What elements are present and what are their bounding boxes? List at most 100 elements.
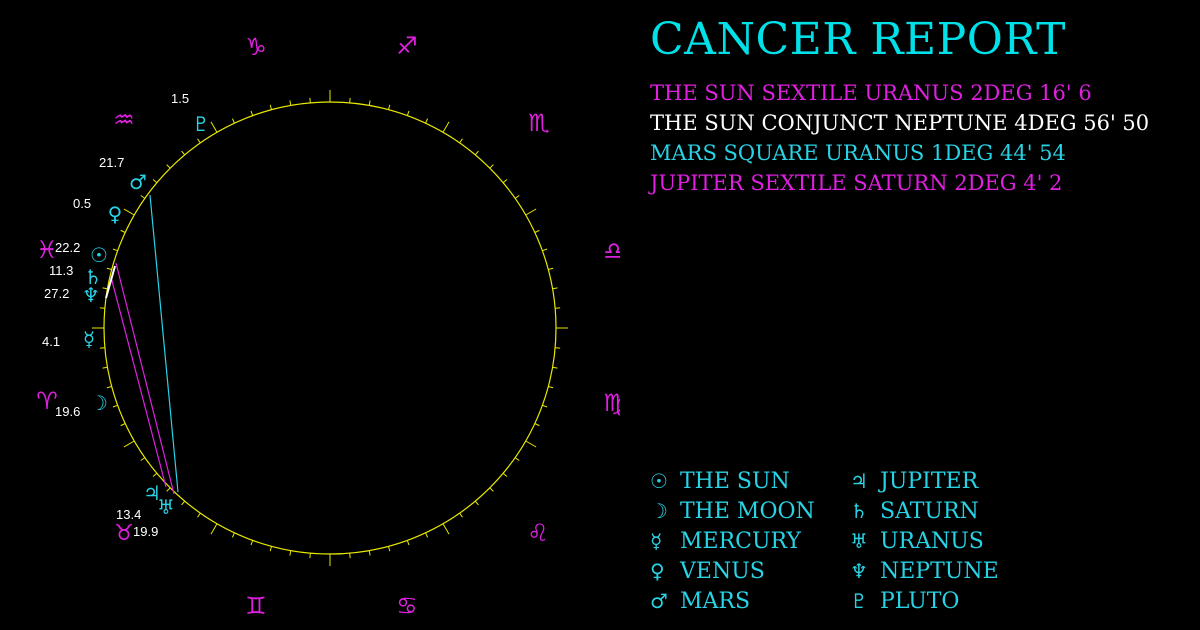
aspect-line-sun-uranus	[115, 262, 175, 495]
minor-tick	[552, 287, 558, 290]
aspect-item: THE SUN SEXTILE URANUS 2DEG 16' 6	[650, 81, 1092, 105]
minor-tick	[231, 532, 235, 538]
minor-tick	[459, 512, 463, 518]
legend-item-saturn: ♄SATURN	[850, 496, 999, 526]
mars-icon: ♂	[129, 170, 147, 194]
aries-icon: ♈	[36, 387, 58, 415]
gemini-icon: ♊	[245, 592, 267, 620]
neptune-icon: ♆	[850, 559, 868, 583]
pluto-icon: ♇	[850, 589, 868, 613]
libra-icon: ♎	[603, 237, 620, 265]
legend-label: THE SUN	[680, 469, 790, 494]
legend-label: PLUTO	[880, 589, 960, 614]
minor-tick	[502, 179, 508, 184]
minor-tick	[406, 110, 410, 116]
minor-tick	[406, 540, 410, 546]
minor-tick	[289, 550, 292, 556]
minor-tick	[542, 248, 548, 252]
legend-label: JUPITER	[880, 469, 979, 494]
minor-tick	[269, 104, 272, 110]
sun-degree: 22.2	[55, 240, 80, 255]
aspect-item: JUPITER SEXTILE SATURN 2DEG 4' 2	[650, 171, 1063, 195]
minor-tick	[474, 150, 479, 156]
leo-icon: ♌	[527, 519, 549, 547]
pluto-degree: 1.5	[171, 91, 189, 106]
major-tick	[442, 523, 450, 535]
minor-tick	[368, 100, 371, 106]
pisces-icon: ♓	[36, 236, 58, 264]
minor-tick	[250, 110, 254, 116]
neptune-degree: 27.2	[44, 286, 69, 301]
scorpio-icon: ♏	[528, 109, 550, 137]
moon-icon: ☽	[650, 499, 668, 523]
aspect-item: THE SUN CONJUNCT NEPTUNE 4DEG 56' 50	[650, 111, 1150, 135]
mars-icon: ♂	[650, 589, 668, 613]
legend-label: MARS	[680, 589, 751, 614]
minor-tick	[197, 138, 201, 144]
minor-tick	[425, 118, 429, 124]
sun-icon: ☉	[90, 243, 108, 267]
aspect-line-saturn-jupiter	[110, 276, 167, 488]
legend-item-moon: ☽THE MOON	[650, 496, 815, 526]
minor-tick	[102, 366, 108, 369]
aspect-line-sun-neptune	[105, 265, 116, 299]
taurus-icon: ♉	[114, 521, 134, 546]
venus-icon: ♀	[650, 559, 665, 583]
minor-tick	[552, 366, 558, 369]
degree-ticks	[92, 90, 568, 566]
minor-tick	[548, 386, 554, 389]
minor-tick	[140, 457, 146, 461]
major-tick	[210, 523, 218, 535]
mercury-icon: ☿	[83, 327, 95, 351]
minor-tick	[166, 487, 171, 492]
major-tick	[525, 440, 537, 448]
minor-tick	[548, 267, 554, 270]
jupiter-icon: ♃	[143, 481, 161, 505]
legend-item-mercury: ☿MERCURY	[650, 526, 815, 556]
major-tick	[123, 208, 135, 216]
minor-tick	[289, 100, 292, 106]
astrology-wheel: ♑ ♐ ♏ ♎ ♍ ♌ ♋ ♊ ♉ ♈ ♓ ♒ ♇ ♂ ♀ ☉ ♄ ♆ ☿ ☽ …	[36, 32, 620, 620]
minor-tick	[388, 104, 391, 110]
neptune-icon: ♆	[82, 283, 100, 307]
sagittarius-icon: ♐	[396, 32, 418, 60]
saturn-icon: ♄	[84, 265, 102, 289]
legend-item-neptune: ♆NEPTUNE	[850, 556, 999, 586]
legend-item-pluto: ♇ PLUTO	[850, 586, 999, 616]
minor-tick	[489, 487, 494, 492]
minor-tick	[388, 546, 391, 552]
saturn-degree: 11.3	[49, 263, 73, 278]
moon-degree: 19.6	[55, 404, 80, 419]
minor-tick	[534, 229, 540, 233]
mars-degree: 21.7	[99, 155, 124, 170]
minor-tick	[120, 229, 126, 233]
minor-tick	[514, 457, 520, 461]
uranus-degree: 19.9	[133, 524, 158, 539]
minor-tick	[474, 500, 479, 506]
minor-tick	[231, 118, 235, 124]
legend-item-uranus: ♅URANUS	[850, 526, 999, 556]
minor-tick	[502, 472, 508, 477]
legend-item-mars: ♂ MARS	[650, 586, 815, 616]
legend-item-venus: ♀VENUS	[650, 556, 815, 586]
sun-icon: ☉	[650, 469, 668, 493]
aspect-list: THE SUN SEXTILE URANUS 2DEG 16' 6 THE SU…	[650, 78, 1149, 198]
jupiter-icon: ♃	[850, 469, 868, 493]
minor-tick	[112, 248, 118, 252]
minor-tick	[112, 404, 118, 408]
minor-tick	[459, 138, 463, 144]
capricorn-icon: ♑	[245, 33, 267, 61]
legend-item-sun: ☉ THE SUN	[650, 466, 815, 496]
minor-tick	[181, 500, 186, 506]
major-tick	[442, 121, 450, 133]
minor-tick	[250, 540, 254, 546]
saturn-icon: ♄	[850, 499, 868, 523]
minor-tick	[106, 267, 112, 270]
aspect-line-mars-uranus	[149, 194, 179, 493]
minor-tick	[102, 287, 108, 290]
minor-tick	[514, 195, 520, 199]
minor-tick	[489, 164, 494, 169]
minor-tick	[368, 550, 371, 556]
major-tick	[123, 440, 135, 448]
report-title: CANCER REPORT	[650, 14, 1066, 65]
